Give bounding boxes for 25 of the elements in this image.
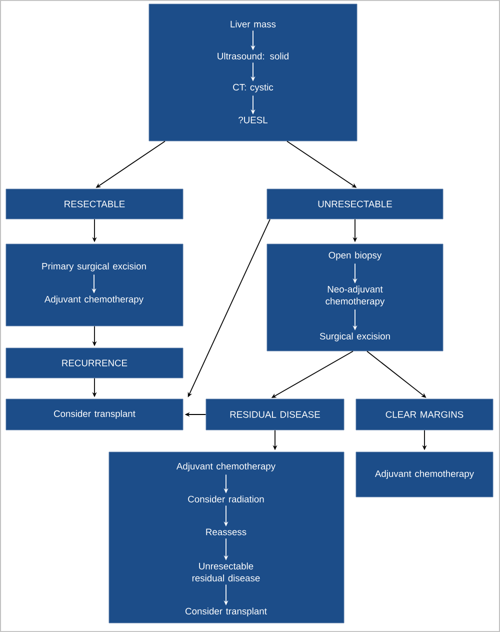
step-text: Surgical excision [320,332,390,342]
process-box [108,452,344,624]
step-text: ?UESL [238,116,268,124]
process-box [6,244,184,326]
process-box: CLEAR MARGINS [356,398,494,430]
step-text: Consider radiation [188,496,264,502]
step-text: Ultrasound: solid [218,52,288,60]
step-text: Adjuvant chemotherapy [44,296,144,304]
step-text: CT: cystic [233,84,274,92]
process-box: RESECTABLE [6,188,184,220]
step-text: Primary surgical excision [42,262,146,272]
process-box: Adjuvant chemotherapy [356,452,494,498]
step-text: Consider transplant [186,608,267,616]
step-text: Open biopsy [328,252,382,260]
step-text: Adjuvant chemotherapy [176,462,276,472]
process-box: RESIDUAL DISEASE [206,398,344,430]
process-box [266,244,444,352]
process-box [148,4,358,142]
step-text: Unresectable residual disease [192,562,260,582]
process-box: RECURRENCE [6,348,184,378]
step-text: Reassess [206,528,246,536]
process-box: UNRESECTABLE [266,188,444,220]
step-text: Liver mass [230,20,276,28]
step-text: Neo-adjuvant chemotherapy [326,286,385,306]
process-box: Consider transplant [6,398,184,430]
